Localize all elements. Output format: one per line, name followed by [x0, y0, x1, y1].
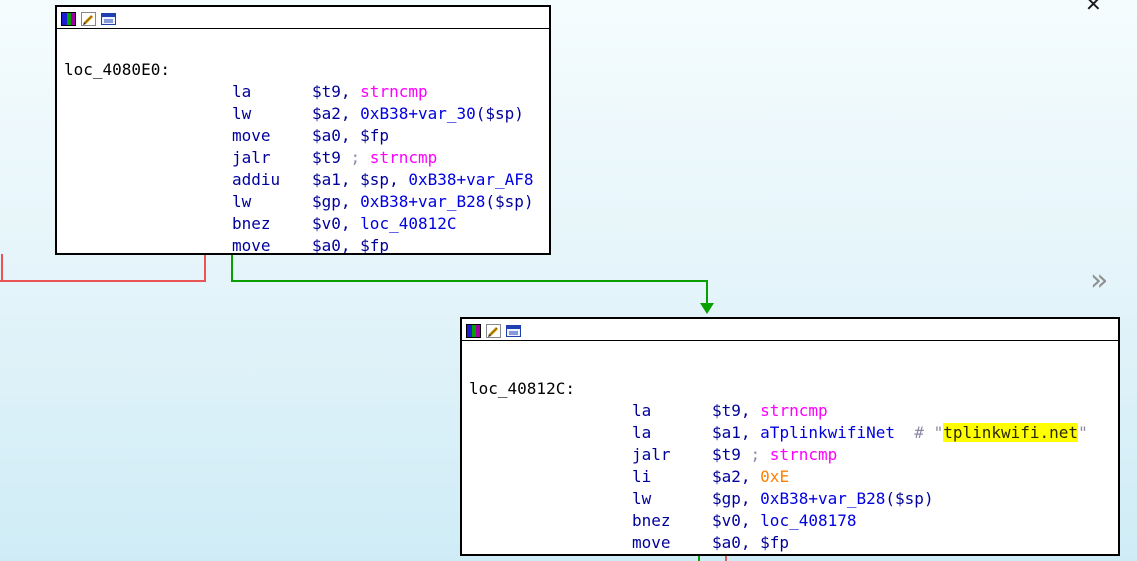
close-icon[interactable]: ✕ — [1085, 0, 1102, 16]
instruction-line[interactable]: la$t9, strncmp — [57, 81, 549, 103]
operand-token-name[interactable]: loc_408178 — [760, 511, 856, 530]
edge-true-block1-vertical — [231, 255, 233, 282]
mnemonic[interactable]: addiu — [232, 169, 312, 191]
basic-block-loc_4080E0[interactable]: loc_4080E0: la$t9, strncmplw$a2, 0xB38+v… — [55, 5, 551, 255]
operand-token-code[interactable]: $t9, — [312, 82, 360, 101]
instruction-line[interactable]: move$a0, $fp — [57, 125, 549, 147]
node-color-icon[interactable] — [466, 323, 481, 337]
edge-false-horizontal — [0, 280, 206, 282]
node-edit-icon[interactable] — [486, 323, 501, 337]
mnemonic[interactable]: lw — [232, 191, 312, 213]
node-group-icon[interactable] — [101, 11, 116, 25]
edge-false-block1-vertical — [204, 255, 206, 282]
instruction-line[interactable]: move$a0, $fp — [57, 235, 549, 257]
mnemonic[interactable]: move — [232, 235, 312, 257]
operand-token-name[interactable]: loc_40812C — [360, 214, 456, 233]
instruction-line[interactable]: jalr$t9 ; strncmp — [57, 147, 549, 169]
operand-token-highlight[interactable]: tplinkwifi.net — [943, 423, 1078, 442]
operand-token-code[interactable]: $t9 — [312, 148, 351, 167]
operand-token-code[interactable]: $a1, — [712, 423, 760, 442]
block-label[interactable]: loc_4080E0: — [57, 59, 549, 81]
operand-token-code[interactable]: $gp, — [712, 489, 760, 508]
block-label[interactable]: loc_40812C: — [462, 378, 1118, 400]
instruction-line[interactable]: la$a1, aTplinkwifiNet # "tplinkwifi.net" — [462, 422, 1118, 444]
edge-true-horizontal — [231, 280, 708, 282]
operand-token-code[interactable]: $a0, $fp — [312, 126, 389, 145]
mnemonic[interactable]: la — [632, 400, 712, 422]
edge-true-arrowhead — [700, 303, 714, 314]
mnemonic[interactable]: li — [632, 466, 712, 488]
operand-token-name[interactable]: 0xB38+var_AF8 — [408, 170, 533, 189]
operand-token-func[interactable]: strncmp — [760, 401, 827, 420]
operand-token-code[interactable]: $a2, — [712, 467, 760, 486]
instruction-line[interactable]: bnez$v0, loc_40812C — [57, 213, 549, 235]
operand-token-code[interactable]: $a1, $sp, — [312, 170, 408, 189]
mnemonic[interactable]: jalr — [232, 147, 312, 169]
node-group-icon[interactable] — [506, 323, 521, 337]
operand-token-func[interactable]: strncmp — [370, 148, 437, 167]
operand-token-comment[interactable]: " — [1078, 423, 1088, 442]
block-code: la$t9, strncmplw$a2, 0xB38+var_30($sp)mo… — [57, 81, 549, 257]
operand-token-code[interactable]: $t9, — [712, 401, 760, 420]
operand-token-name[interactable]: aTplinkwifiNet — [760, 423, 895, 442]
instruction-line[interactable]: li$a2, 0xE — [462, 466, 1118, 488]
instruction-line[interactable]: addiu$a1, $sp, 0xB38+var_AF8 — [57, 169, 549, 191]
edge-false-left-vertical — [1, 254, 3, 282]
instruction-line[interactable]: move$a0, $fp — [462, 532, 1118, 554]
mnemonic[interactable]: lw — [632, 488, 712, 510]
operand-token-comment[interactable]: ; — [351, 148, 370, 167]
mnemonic[interactable]: la — [632, 422, 712, 444]
mnemonic[interactable]: la — [232, 81, 312, 103]
instruction-line[interactable]: bnez$v0, loc_408178 — [462, 510, 1118, 532]
node-titlebar[interactable] — [57, 7, 549, 29]
instruction-line[interactable]: lw$gp, 0xB38+var_B28($sp) — [57, 191, 549, 213]
operand-token-code[interactable]: ($sp) — [476, 104, 524, 123]
operand-token-name[interactable]: 0xB38+var_B28 — [360, 192, 485, 211]
edge-true-block2-vertical — [706, 280, 708, 305]
mnemonic[interactable]: jalr — [632, 444, 712, 466]
node-edit-icon[interactable] — [81, 11, 96, 25]
operand-token-func[interactable]: strncmp — [770, 445, 837, 464]
operand-token-code[interactable]: $a0, $fp — [712, 533, 789, 552]
mnemonic[interactable]: move — [632, 532, 712, 554]
operand-token-comment[interactable]: # " — [895, 423, 943, 442]
operand-token-name[interactable]: 0xB38+var_30 — [360, 104, 476, 123]
next-chevron-icon[interactable]: » — [1090, 263, 1108, 298]
node-titlebar[interactable] — [462, 319, 1118, 341]
operand-token-code[interactable]: ($sp) — [485, 192, 533, 211]
edge-true-block2-out — [698, 556, 700, 561]
node-color-icon[interactable] — [61, 11, 76, 25]
edge-false-block2-out — [725, 556, 727, 561]
operand-token-code[interactable]: $t9 — [712, 445, 751, 464]
instruction-line[interactable]: lw$gp, 0xB38+var_B28($sp) — [462, 488, 1118, 510]
operand-token-code[interactable]: $a0, $fp — [312, 236, 389, 255]
mnemonic[interactable]: move — [232, 125, 312, 147]
instruction-line[interactable]: lw$a2, 0xB38+var_30($sp) — [57, 103, 549, 125]
operand-token-num[interactable]: 0xE — [760, 467, 789, 486]
operand-token-comment[interactable]: ; — [751, 445, 770, 464]
operand-token-name[interactable]: 0xB38+var_B28 — [760, 489, 885, 508]
mnemonic[interactable]: bnez — [232, 213, 312, 235]
operand-token-code[interactable]: $gp, — [312, 192, 360, 211]
block-code: la$t9, strncmpla$a1, aTplinkwifiNet # "t… — [462, 400, 1118, 554]
operand-token-code[interactable]: $v0, — [312, 214, 360, 233]
instruction-line[interactable]: la$t9, strncmp — [462, 400, 1118, 422]
basic-block-loc_40812C[interactable]: loc_40812C: la$t9, strncmpla$a1, aTplink… — [460, 317, 1120, 556]
instruction-line[interactable]: jalr$t9 ; strncmp — [462, 444, 1118, 466]
mnemonic[interactable]: lw — [232, 103, 312, 125]
operand-token-func[interactable]: strncmp — [360, 82, 427, 101]
operand-token-code[interactable]: $a2, — [312, 104, 360, 123]
operand-token-code[interactable]: $v0, — [712, 511, 760, 530]
operand-token-code[interactable]: ($sp) — [885, 489, 933, 508]
mnemonic[interactable]: bnez — [632, 510, 712, 532]
